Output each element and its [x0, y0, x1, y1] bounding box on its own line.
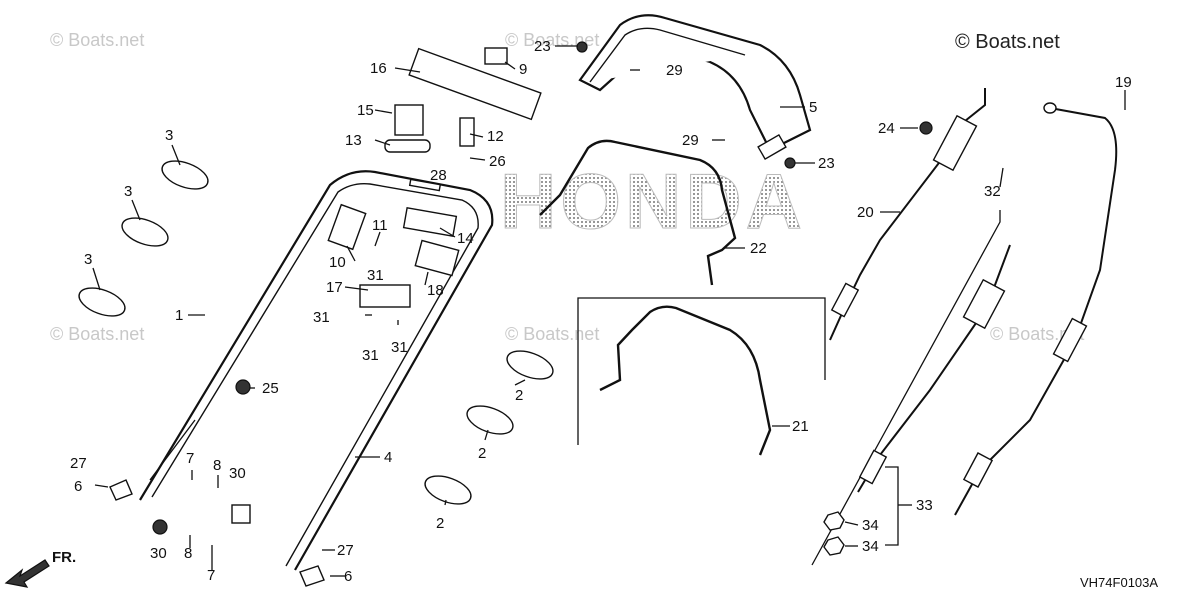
callout-33: 33: [916, 497, 933, 514]
callout-23: 23: [534, 38, 551, 55]
control-parts: [109, 41, 933, 587]
callout-3: 3: [165, 127, 173, 144]
callout-14: 14: [457, 230, 474, 247]
callout-18: 18: [427, 282, 444, 299]
upper-bar-frame: [577, 297, 826, 445]
callout-10: 10: [329, 254, 346, 271]
callout-2: 2: [478, 445, 486, 462]
upper-handle-part: [578, 14, 812, 161]
cable-frame: [811, 210, 1001, 566]
callout-5: 5: [809, 99, 817, 116]
callout-19: 19: [1115, 74, 1132, 91]
callout-26: 26: [489, 153, 506, 170]
clip-2-part: [424, 350, 554, 505]
callout-24: 24: [878, 120, 895, 137]
callout-16: 16: [370, 60, 387, 77]
watermark: © Boats.net: [505, 30, 599, 50]
bar-22-part: [539, 139, 737, 286]
callout-6: 6: [74, 478, 82, 495]
callout-21: 21: [792, 418, 809, 435]
lower-handle-part: [139, 170, 494, 571]
callout-20: 20: [857, 204, 874, 221]
callout-4: 4: [384, 449, 392, 466]
callout-11: 11: [372, 217, 388, 234]
watermark: © Boats.net: [50, 30, 144, 50]
callout-27: 27: [337, 542, 354, 559]
callout-9: 9: [519, 61, 527, 78]
cable-33-part: [823, 244, 1011, 556]
callout-27: 27: [70, 455, 87, 472]
callout-8: 8: [184, 545, 192, 562]
front-direction-marker: FR.: [4, 549, 76, 588]
callout-22: 22: [750, 240, 767, 257]
callout-31: 31: [391, 339, 408, 356]
cable-20-part: [829, 88, 986, 341]
callout-30: 30: [229, 465, 246, 482]
callout-6: 6: [344, 568, 352, 585]
callout-2: 2: [436, 515, 444, 532]
callout-12: 12: [487, 128, 504, 145]
leader-lines: [92, 45, 1126, 577]
callout-2: 2: [515, 387, 523, 404]
callout-30: 30: [150, 545, 167, 562]
callout-1: 1: [175, 307, 183, 324]
callout-8: 8: [213, 457, 221, 474]
callout-3: 3: [124, 183, 132, 200]
callout-31: 31: [362, 347, 379, 364]
callout-17: 17: [326, 279, 343, 296]
watermark: © Boats.net: [505, 324, 599, 344]
diagram-code: VH74F0103A: [1080, 575, 1158, 590]
watermark-main: © Boats.net: [955, 31, 1060, 53]
callout-7: 7: [186, 450, 194, 467]
callout-13: 13: [345, 132, 362, 149]
callout-34: 34: [862, 538, 879, 555]
bar-21-part: [599, 305, 772, 456]
callout-29: 29: [666, 62, 683, 79]
callout-34: 34: [862, 517, 879, 534]
callout-28: 28: [430, 167, 447, 184]
callout-3: 3: [84, 251, 92, 268]
callout-15: 15: [357, 102, 374, 119]
brand-background-text: HONDA: [500, 157, 806, 245]
callout-labels: 1 2 2 2 3 3 3 4 5 6 6 7 7 8 8 9 10 11 12…: [70, 38, 1132, 585]
watermark: © Boats.net: [50, 324, 144, 344]
cable-19-part: [954, 102, 1118, 516]
front-label: FR.: [52, 549, 76, 566]
callout-29: 29: [682, 132, 699, 149]
callout-7: 7: [207, 567, 215, 584]
callout-32: 32: [984, 183, 1001, 200]
callout-31: 31: [367, 267, 384, 284]
callout-23: 23: [818, 155, 835, 172]
callout-31: 31: [313, 309, 330, 326]
clip-3-part: [78, 160, 209, 317]
callout-25: 25: [262, 380, 279, 397]
